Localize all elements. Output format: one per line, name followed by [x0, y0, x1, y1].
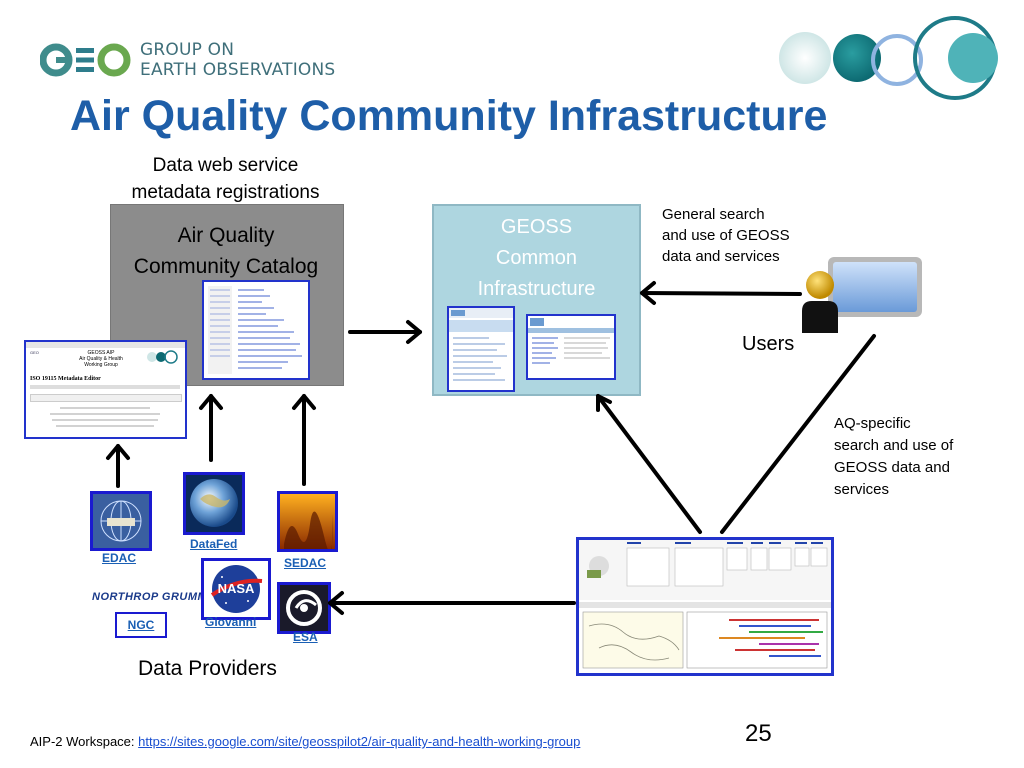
geoss-title: GEOSS Common Infrastructure [432, 212, 641, 305]
aq-line3: GEOSS data and [834, 459, 950, 476]
arrow-edac-to-editor [106, 444, 130, 488]
sedac-image [277, 491, 338, 552]
aq-line2: search and use of [834, 437, 954, 454]
ngc-link[interactable]: NGC [127, 618, 155, 632]
esa-link[interactable]: ESA [293, 630, 318, 644]
general-line1: General search [662, 206, 765, 223]
geoss-title-line3: Infrastructure [477, 278, 596, 300]
aq-line1: AQ-specific [834, 415, 911, 432]
geoss-title-line1: GEOSS [500, 216, 573, 238]
arrow-sedac-to-catalog [292, 394, 316, 486]
catalog-caption-line1: Data web service [152, 155, 299, 176]
esa-image [277, 582, 331, 634]
catalog-title-line1: Air Quality [177, 224, 275, 247]
workspace-link[interactable]: https://sites.google.com/site/geosspilot… [138, 734, 581, 749]
footer-prefix: AIP-2 Workspace: [30, 734, 139, 749]
editor-heading-line1: GEOSS AIP [87, 350, 115, 356]
catalog-caption: Data web service metadata registrations [118, 152, 333, 206]
editor-title: ISO 19115 Metadata Editor [30, 376, 101, 382]
nasa-logo-text: NASA [218, 581, 255, 596]
general-line2: and use of GEOSS [662, 227, 790, 244]
editor-heading-line3: Working Group [84, 362, 118, 368]
catalog-title-line2: Community Catalog [133, 255, 319, 278]
edac-image [90, 491, 152, 551]
data-providers-label: Data Providers [138, 657, 277, 680]
geoss-screenshot-right [526, 314, 616, 380]
org-name-line2: EARTH OBSERVATIONS [140, 60, 336, 80]
arrow-catalog-to-geoss [348, 320, 422, 344]
org-name-line1: GROUP ON [140, 40, 235, 60]
arrow-app-to-esa [328, 591, 576, 615]
datafed-link[interactable]: DataFed [190, 537, 238, 551]
catalog-title: Air Quality Community Catalog [110, 220, 342, 282]
datafed-image [183, 472, 245, 535]
edac-link[interactable]: EDAC [102, 551, 137, 565]
general-search-text: General search and use of GEOSS data and… [662, 204, 812, 267]
catalog-screenshot [202, 280, 310, 380]
editor-heading-line2: Air Quality & Health [79, 356, 123, 362]
ngc-box: NGC [115, 612, 167, 638]
footer: AIP-2 Workspace: https://sites.google.co… [30, 734, 580, 749]
decorative-circles [779, 16, 998, 100]
users-icon [802, 257, 922, 333]
arrow-app-to-geoss [596, 394, 702, 534]
general-line3: data and services [662, 248, 780, 265]
geoss-title-line2: Common [495, 247, 578, 269]
geo-logo [40, 43, 131, 77]
arrow-datafed-to-catalog [199, 394, 223, 462]
nasa-image: NASA [201, 558, 271, 620]
metadata-editor-screenshot: GEO GEOSS AIP Air Quality & Health Worki… [24, 340, 187, 439]
catalog-caption-line2: metadata registrations [131, 182, 320, 203]
ngc-logo-text: NORTHROP GRUMMAN [92, 591, 225, 603]
giovanni-link[interactable]: Giovanni [205, 615, 257, 629]
org-name: GROUP ON EARTH OBSERVATIONS [140, 40, 335, 80]
aq-specific-text: AQ-specific search and use of GEOSS data… [834, 413, 984, 501]
page-title: Air Quality Community Infrastructure [70, 92, 828, 140]
datafed-app-screenshot [576, 537, 834, 676]
arrow-users-to-geoss [640, 281, 802, 305]
sedac-link[interactable]: SEDAC [284, 556, 327, 570]
geoss-screenshot-left [447, 306, 515, 392]
page-number: 25 [745, 720, 772, 747]
users-label: Users [742, 333, 795, 355]
aq-line4: services [834, 481, 890, 498]
